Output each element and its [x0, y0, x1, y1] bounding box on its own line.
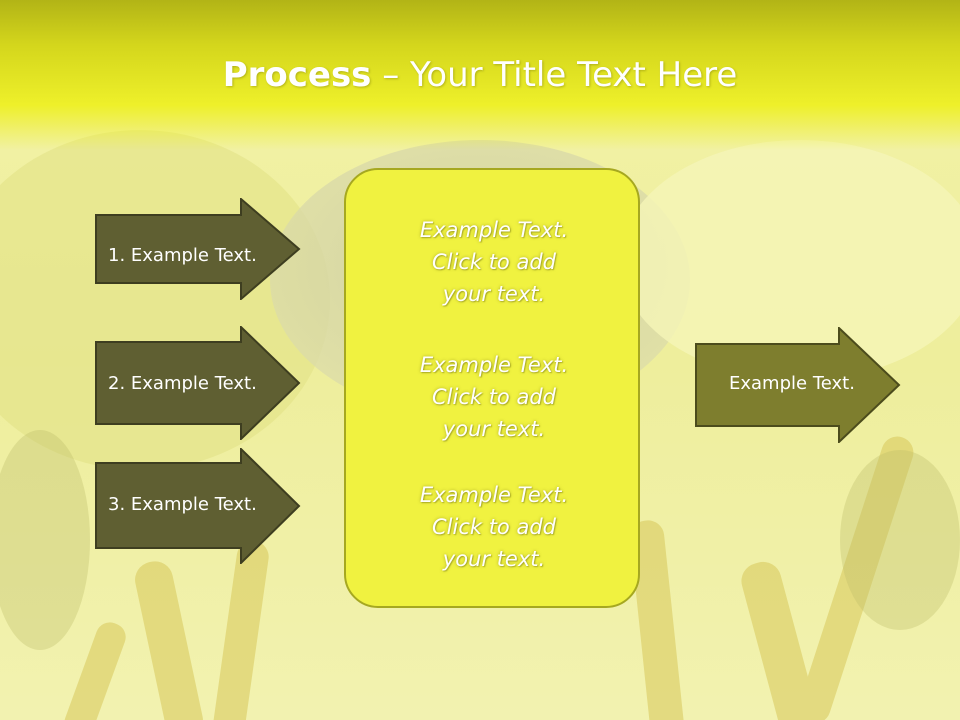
title-rest: – Your Title Text Here [371, 55, 738, 95]
output-arrow-label: Example Text. [729, 373, 855, 394]
center-line: Click to add [431, 385, 556, 409]
input-arrow-1[interactable] [95, 198, 301, 300]
center-line: your text. [442, 282, 546, 306]
center-paragraph-3: Example Text. Click to add your text. [346, 479, 642, 575]
center-paragraph-1: Example Text. Click to add your text. [346, 214, 642, 310]
input-arrow-1-label: 1. Example Text. [108, 245, 257, 266]
center-line: Click to add [431, 250, 556, 274]
input-arrow-2-label: 2. Example Text. [108, 373, 257, 394]
center-paragraph-2: Example Text. Click to add your text. [346, 349, 642, 445]
input-arrow-3-label: 3. Example Text. [108, 494, 257, 515]
input-arrow-2[interactable] [95, 326, 301, 440]
center-text-box[interactable]: Example Text. Click to add your text. Ex… [344, 168, 640, 608]
center-line: your text. [442, 547, 546, 571]
input-arrow-3[interactable] [95, 448, 301, 564]
center-line: your text. [442, 417, 546, 441]
center-line: Click to add [431, 515, 556, 539]
center-line: Example Text. [419, 218, 569, 242]
center-line: Example Text. [419, 483, 569, 507]
slide-title[interactable]: Process – Your Title Text Here [0, 52, 960, 98]
output-arrow[interactable] [695, 327, 901, 443]
center-line: Example Text. [419, 353, 569, 377]
title-band [0, 0, 960, 150]
title-bold: Process [222, 55, 372, 95]
